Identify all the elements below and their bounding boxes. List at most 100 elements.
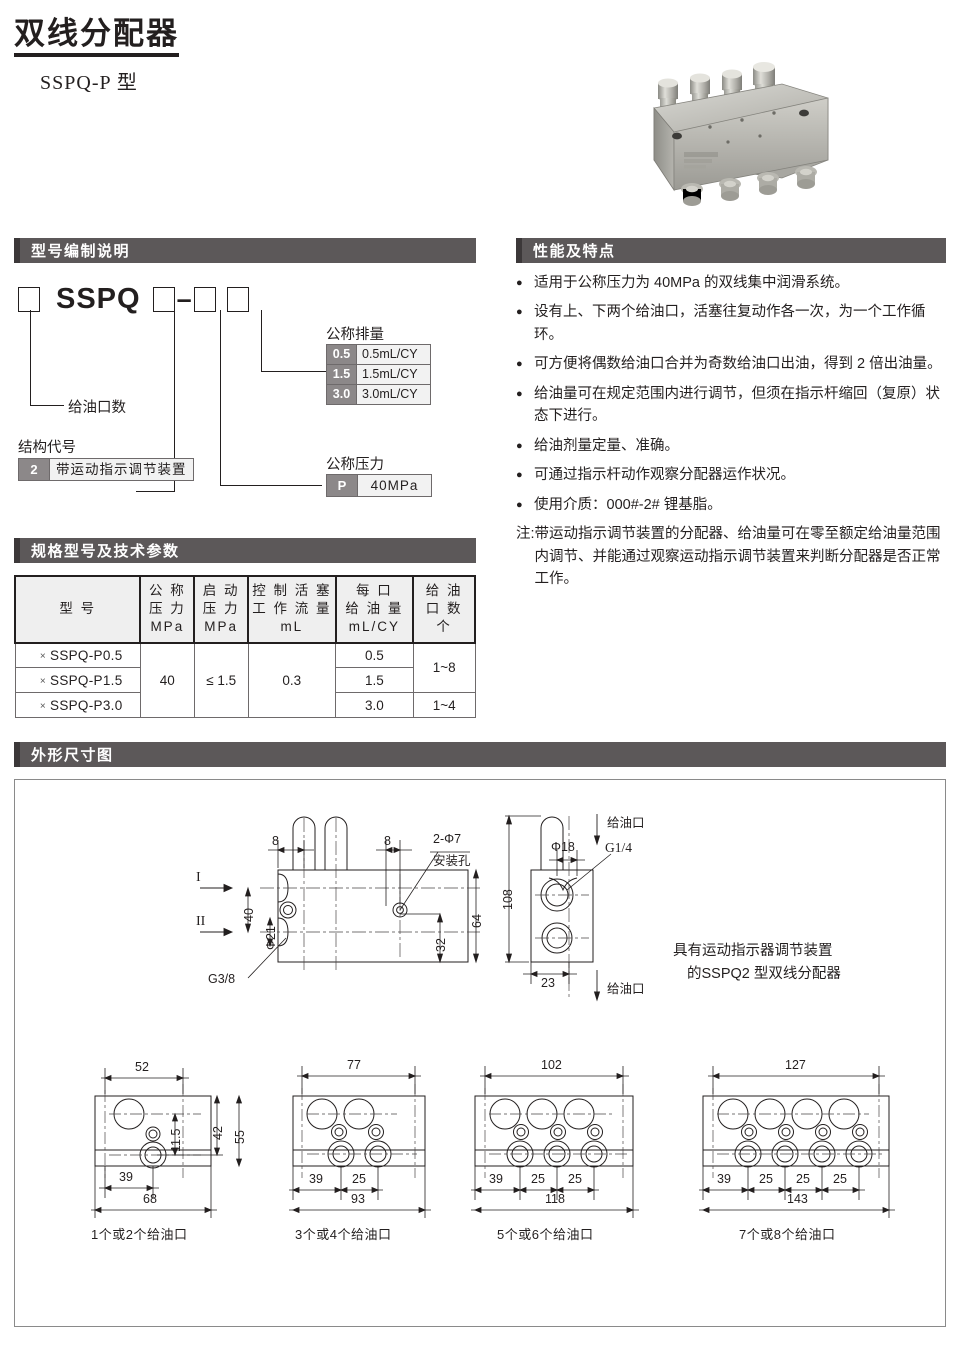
cell-model: ×SSPQ-P0.5	[14, 642, 141, 669]
displacement-key: 3.0	[326, 384, 357, 405]
plan1-dim-115: 11.5	[169, 1128, 183, 1152]
cell-start-pressure: ≤ 1.5	[193, 642, 249, 719]
plan-view-2: 77 39 25 93 3个或4个给油口	[277, 1052, 477, 1252]
callout-structure-code: 结构代号	[18, 440, 76, 456]
plan2-spacing-0: 39	[309, 1172, 323, 1186]
cell-nominal-pressure: 40	[139, 642, 195, 719]
bullet-icon: ●	[516, 498, 523, 511]
plan-view-3: 102 39 25 25 118 5个或6个给油口	[463, 1052, 683, 1252]
bullet-icon: ●	[516, 358, 523, 371]
spec-table-body: ×SSPQ-P0.5 40 ≤ 1.5 0.3 0.5 1~8 ×SSPQ-P1…	[14, 642, 476, 719]
plan1-height-outer: 55	[233, 1130, 247, 1144]
cell-port-count: 1~4	[412, 692, 476, 719]
plan1-width-top: 52	[135, 1060, 149, 1074]
bullet-icon: ●	[516, 387, 523, 400]
table-row: 1.5 1.5mL/CY	[326, 364, 431, 385]
plan4-total: 143	[787, 1192, 808, 1206]
bullet-x-icon: ×	[39, 700, 47, 712]
section-header-spec: 规格型号及技术参数	[14, 538, 476, 563]
note-text: 带运动指示调节装置的分配器、给油量可在零至额定给油量范围内调节、并能通过观察运动…	[534, 526, 941, 588]
dim-thread-g14: G1/4	[605, 840, 632, 855]
feature-text: 适用于公称压力为 40MPa 的双线集中润滑系统。	[534, 275, 849, 291]
section-header-model-code: 型号编制说明	[14, 238, 476, 263]
section-title-features: 性能及特点	[533, 243, 616, 260]
displacement-value: 0.5mL/CY	[356, 344, 431, 365]
plan-view-1: 52 42 55 11.5 39 68 1个或2个给油口	[77, 1052, 277, 1252]
section-title-spec: 规格型号及技术参数	[31, 543, 180, 560]
plan3-spacing-0: 39	[489, 1172, 503, 1186]
table-row: ×SSPQ-P1.5 1.5	[14, 667, 475, 694]
plan4-spacing-3: 25	[833, 1172, 847, 1186]
cell-oil-per-port: 3.0	[335, 692, 414, 719]
title-block: 双线分配器 SSPQ-P 型	[14, 17, 179, 95]
plan4-caption: 7个或8个给油口	[739, 1227, 836, 1242]
plan3-spacing-1: 25	[531, 1172, 545, 1186]
dim-phi21: Φ21	[264, 926, 278, 950]
nominal-pressure-key: P	[327, 475, 357, 496]
dim-8-right: 8	[384, 834, 391, 848]
plan3-spacing-2: 25	[568, 1172, 582, 1186]
displacement-key: 0.5	[326, 344, 357, 365]
assembly-description-line1: 具有运动指示器调节装置	[673, 943, 833, 959]
nominal-pressure-value: 40MPa	[357, 475, 431, 496]
plan4-spacing-2: 25	[796, 1172, 810, 1186]
model-code-row: SSPQ –	[18, 284, 249, 315]
plan2-caption: 3个或4个给油口	[295, 1227, 392, 1242]
plan1-total: 68	[143, 1192, 157, 1206]
feature-item: ● 适用于公称压力为 40MPa 的双线集中润滑系统。	[516, 272, 946, 294]
plan1-spacing-0: 39	[119, 1170, 133, 1184]
feature-text: 使用介质：000#-2# 锂基脂。	[534, 496, 722, 513]
outlet-fittings	[681, 166, 817, 206]
label-oil-port-top: 给油口	[607, 816, 645, 830]
cell-model: ×SSPQ-P3.0	[14, 692, 141, 719]
bullet-x-icon: ×	[39, 675, 47, 687]
plan3-total: 118	[545, 1192, 565, 1206]
section-title-dimensions: 外形尺寸图	[31, 747, 114, 764]
displacement-key: 1.5	[326, 364, 357, 385]
page-subtitle: SSPQ-P 型	[40, 71, 138, 94]
plan4-spacing-1: 25	[759, 1172, 773, 1186]
plan2-total: 93	[351, 1192, 365, 1206]
assembly-description-line2: 的SSPQ2 型双线分配器	[687, 966, 841, 982]
features-list: ● 适用于公称压力为 40MPa 的双线集中润滑系统。 ● 设有上、下两个给油口…	[516, 272, 946, 591]
feature-text: 设有上、下两个给油口，活塞往复动作各一次，为一个工作循环。	[534, 304, 926, 343]
features-note: 注: 带运动指示调节装置的分配器、给油量可在零至额定给油量范围内调节、并能通过观…	[516, 523, 946, 590]
dimension-drawing-box: 8 8 2-Φ7 安装孔 I II 40 Φ21 G3/8 32 64	[14, 779, 946, 1327]
bullet-x-icon: ×	[39, 650, 47, 662]
callout-outlet-count: 给油口数	[68, 400, 126, 416]
cell-port-count: 1~8	[412, 642, 476, 694]
code-box-displacement	[152, 287, 175, 312]
page-title: 双线分配器	[14, 17, 179, 57]
nominal-pressure-badge: P 40MPa	[326, 474, 432, 497]
leader-structure-v	[174, 310, 176, 492]
dim-thread-g38: G3/8	[208, 972, 236, 986]
plan2-width-top: 77	[347, 1058, 361, 1072]
feature-text: 给油量可在规定范围内进行调节，但须在指示杆缩回（复原）状态下进行。	[534, 385, 940, 425]
feature-text: 可通过指示杆动作观察分配器运作状况。	[534, 467, 795, 484]
cell-control-flow: 0.3	[247, 642, 337, 719]
callout-displacement-title: 公称排量	[326, 327, 384, 343]
structure-code-badge: 2 带运动指示调节装置	[18, 458, 194, 481]
product-photo	[632, 56, 847, 231]
section-header-dimensions: 外形尺寸图	[14, 742, 946, 767]
leader-displacement-h	[261, 371, 326, 373]
col-header-model: 型 号	[13, 575, 142, 644]
callout-nominal-pressure-title: 公称压力	[326, 457, 384, 473]
plan1-caption: 1个或2个给油口	[91, 1227, 188, 1242]
table-row: ×SSPQ-P3.0 3.0 1~4	[14, 692, 476, 719]
dim-mount-hole-label: 安装孔	[433, 854, 471, 868]
code-box-pressure	[193, 287, 216, 312]
indicator-pins	[658, 62, 775, 110]
leader-pressure-h	[220, 485, 322, 487]
section-label-i: I	[196, 870, 201, 885]
leader-pressure-v	[220, 310, 222, 486]
bullet-icon: ●	[516, 439, 523, 452]
bullet-icon: ●	[516, 306, 523, 319]
model-code-diagram: SSPQ – 给油口数 结构代号 2 带运动指示调节装置 公称压力 P 40MP…	[14, 276, 484, 516]
